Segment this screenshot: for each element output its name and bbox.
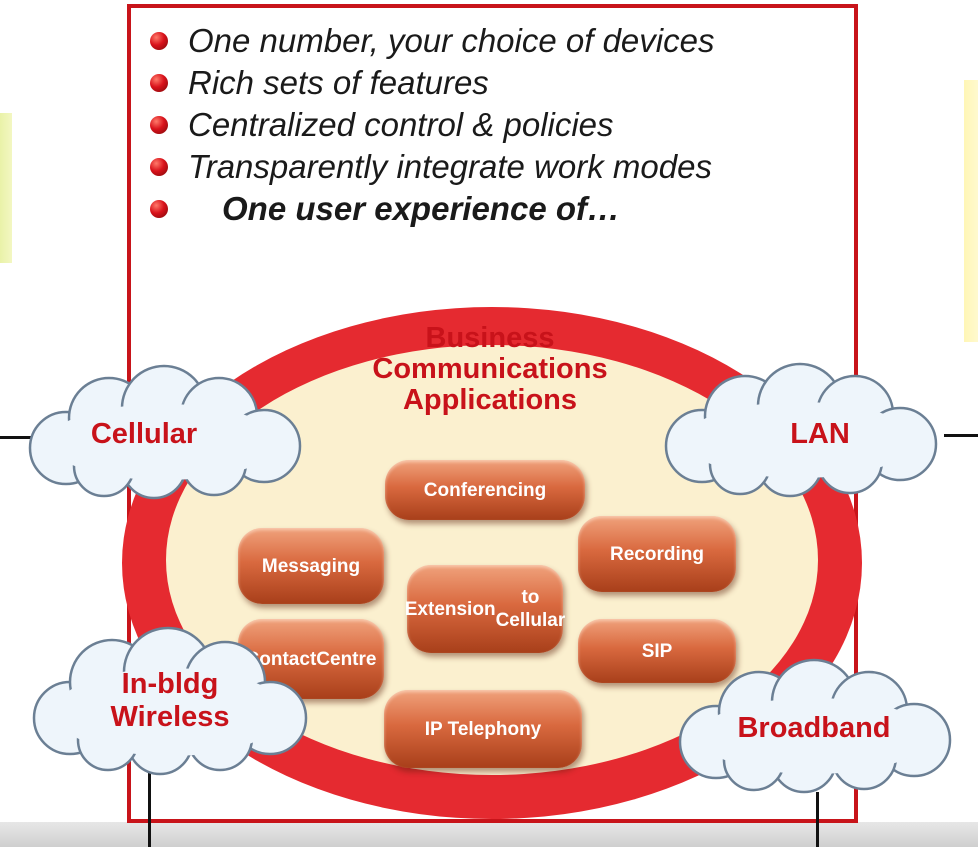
app-ip-telephony: IP Telephony <box>384 690 582 768</box>
connector-line-bottom-right <box>816 792 819 847</box>
bullet-dot-icon <box>150 32 168 50</box>
app-label: Messaging <box>261 555 361 577</box>
cloud-label: Cellular <box>90 418 198 450</box>
cloud-broadband: Broadband <box>664 658 964 794</box>
bullet-dot-icon <box>150 116 168 134</box>
bullet-text: Centralized control & policies <box>188 106 614 143</box>
right-side-panel <box>964 80 978 342</box>
bullet-item: One number, your choice of devices <box>150 20 714 62</box>
bullet-item: Rich sets of features <box>150 62 714 104</box>
cloud-label: LAN <box>790 418 850 450</box>
cloud-label-line: In-bldg <box>121 668 219 700</box>
bottom-bar <box>0 822 978 847</box>
cloud-label: Broadband <box>737 712 891 744</box>
bullet-item: Centralized control & policies <box>150 104 714 146</box>
app-label: IP Telephony <box>424 718 542 740</box>
cloud-icon <box>664 362 938 498</box>
cloud-cellular: Cellular <box>14 364 314 500</box>
cloud-icon <box>678 658 952 794</box>
app-sip: SIP <box>578 619 736 683</box>
bullet-text: Rich sets of features <box>188 64 489 101</box>
left-side-panel <box>0 113 12 263</box>
center-title-line: Communications <box>372 353 608 385</box>
connector-line-right <box>944 434 978 437</box>
app-label: Recording <box>610 543 704 565</box>
app-label: Conferencing <box>423 479 547 501</box>
app-label: to Cellular <box>495 587 566 631</box>
bullet-text: One number, your choice of devices <box>188 22 715 59</box>
bullet-text: Transparently integrate work modes <box>188 148 712 185</box>
bullet-dot-icon <box>150 200 168 218</box>
app-label: Contact <box>245 648 317 670</box>
cloud-label: In-bldg Wireless <box>20 668 320 734</box>
bullet-item: Transparently integrate work modes <box>150 146 714 188</box>
feature-bullet-list: One number, your choice of devices Rich … <box>150 20 714 230</box>
center-title-line: Business <box>425 322 555 354</box>
bullet-dot-icon <box>150 74 168 92</box>
app-label: Centre <box>316 648 377 670</box>
connector-line-bottom-left <box>148 762 151 847</box>
app-extension-to-cellular: Extension to Cellular <box>404 565 566 653</box>
app-label: Extension <box>404 598 496 620</box>
center-title-line: Applications <box>402 384 577 416</box>
cloud-icon <box>32 626 308 776</box>
app-label: SIP <box>641 640 673 662</box>
connector-line-left <box>0 436 36 439</box>
app-recording: Recording <box>578 516 736 592</box>
bullet-dot-icon <box>150 158 168 176</box>
bullet-text: One user experience of… <box>222 190 620 227</box>
app-conferencing: Conferencing <box>385 460 585 520</box>
cloud-icon <box>28 364 302 500</box>
cloud-lan: LAN <box>650 362 950 498</box>
center-title: Business Communications Applications <box>340 323 640 416</box>
cloud-in-bldg-wireless: In-bldg Wireless <box>20 626 320 776</box>
cloud-label-line: Wireless <box>110 701 230 733</box>
app-messaging: Messaging <box>238 528 384 604</box>
bullet-item: One user experience of… <box>150 188 714 230</box>
